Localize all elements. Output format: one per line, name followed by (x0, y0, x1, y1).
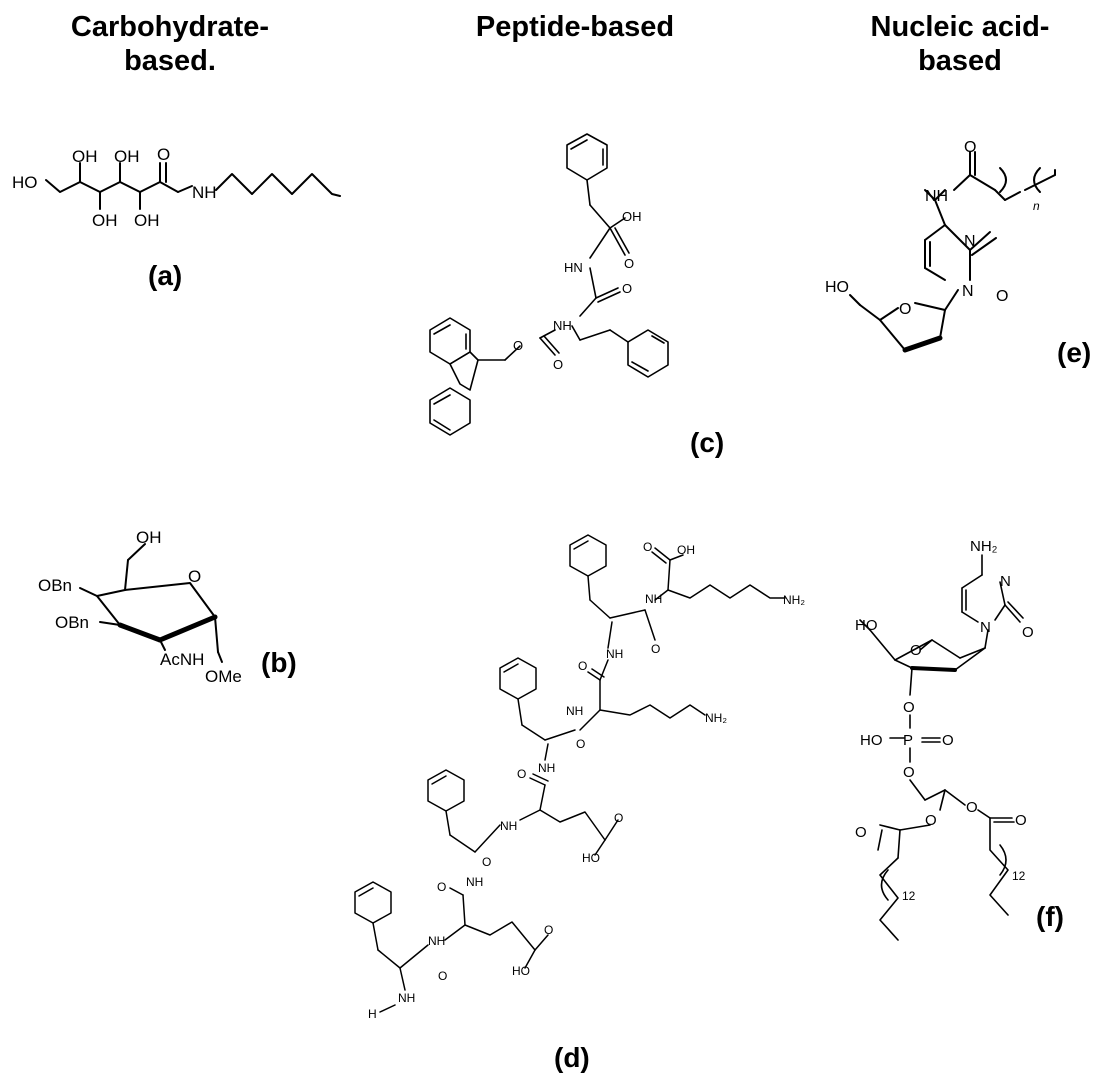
atom-e-n1: N (964, 233, 976, 250)
atom-f-o8: O (855, 824, 867, 841)
atom-f-o2: O (910, 642, 922, 659)
label-c: (c) (690, 427, 725, 458)
atom-d-oh1: OH (677, 543, 695, 557)
atom-c-o4: O (553, 357, 563, 372)
label-b: (b) (261, 647, 297, 678)
atom-f-o1: O (1022, 624, 1034, 641)
atom-f-o5: O (903, 764, 915, 781)
atom-a-nh: NH (192, 183, 217, 202)
atom-f-p: P (903, 732, 913, 749)
atom-b-obn1: OBn (38, 576, 72, 595)
structure-a: HO OH OH OH OH O NH (12, 145, 341, 230)
structure-b: OH OBn OBn AcNH OMe O (38, 528, 242, 686)
atom-a-o: O (157, 145, 170, 164)
atom-b-o: O (188, 567, 201, 586)
atom-d-nh3: NH (566, 704, 583, 718)
atom-c-o2: O (622, 281, 632, 296)
atom-d-nh2-1: NH₂ (783, 593, 805, 607)
atom-c-o1: O (624, 256, 634, 271)
atom-a-oh3: OH (114, 147, 140, 166)
atom-d-nh1: NH (645, 592, 662, 606)
atom-d-o5: O (517, 767, 526, 781)
atom-d-nh2: NH (606, 647, 623, 661)
atom-a-oh2: OH (92, 211, 118, 230)
atom-d-nh5: NH (500, 819, 517, 833)
atom-d-ho2: HO (512, 964, 530, 978)
atom-e-o3: O (899, 301, 911, 318)
atom-b-obn2: OBn (55, 613, 89, 632)
atom-b-acnh: AcNH (160, 650, 204, 669)
atom-f-o3: O (903, 699, 915, 716)
structure-c: OH O HN O NH O O (429, 133, 669, 436)
header-carbohydrate: Carbohydrate- based. (70, 11, 270, 77)
atom-e-nh: NH (925, 188, 948, 205)
atom-d-nh7: NH (428, 934, 445, 948)
atom-a-oh4: OH (134, 211, 160, 230)
atom-d-nh2-2: NH₂ (705, 711, 727, 725)
structure-f: NH₂ N O N HO O O HO P O O O O O O 12 12 (855, 538, 1034, 941)
atom-d-o8: O (437, 880, 446, 894)
atom-d-o2: O (651, 642, 660, 656)
atom-f-nh2: NH₂ (970, 538, 998, 555)
atom-f-ho2: HO (860, 732, 883, 749)
atom-d-nh8: NH (398, 991, 415, 1005)
atom-f-o7: O (966, 799, 978, 816)
atom-d-o6: O (614, 811, 623, 825)
atom-f-n12a: 12 (902, 889, 916, 903)
atom-d-o1: O (643, 540, 652, 554)
atom-a-ho: HO (12, 173, 38, 192)
atom-e-n: n (1033, 199, 1040, 213)
label-d: (d) (554, 1042, 590, 1073)
atom-d-o3: O (578, 659, 587, 673)
atom-c-o3: O (513, 338, 523, 353)
atom-c-hn: HN (564, 260, 583, 275)
atom-f-n12b: 12 (1012, 869, 1026, 883)
atom-c-nh: NH (553, 318, 572, 333)
atom-e-o1: O (964, 139, 976, 156)
atom-e-n2: N (962, 283, 974, 300)
label-e: (e) (1057, 337, 1092, 368)
header-peptide: Peptide-based (475, 11, 675, 43)
label-a: (a) (148, 260, 183, 291)
atom-d-nh4: NH (538, 761, 555, 775)
atom-d-h: H (368, 1007, 377, 1021)
atom-e-ho: HO (825, 279, 849, 296)
atom-f-o6: O (925, 812, 937, 829)
atom-d-ho1: HO (582, 851, 600, 865)
atom-c-oh: OH (622, 209, 642, 224)
atom-b-ome: OMe (205, 667, 242, 686)
atom-b-oh: OH (136, 528, 162, 547)
atom-f-o4: O (942, 732, 954, 749)
atom-f-n2: N (980, 619, 991, 636)
label-f: (f) (1036, 901, 1064, 932)
atom-a-oh1: OH (72, 147, 98, 166)
atom-d-o4: O (576, 737, 585, 751)
atom-f-ho1: HO (855, 617, 878, 634)
atom-d-o7: O (482, 855, 491, 869)
structure-d: OH O NH NH₂ O NH O NH NH₂ O NH O NH O HO… (354, 534, 805, 1021)
atom-d-o10: O (438, 969, 447, 983)
atom-d-o9: O (544, 923, 553, 937)
header-nucleic-acid: Nucleic acid- based (870, 11, 1050, 77)
atom-f-n1: N (1000, 573, 1011, 590)
structure-e: O NH n N O N HO O (825, 139, 1056, 353)
atom-d-nh6: NH (466, 875, 483, 889)
atom-f-o9: O (1015, 812, 1027, 829)
atom-e-o2: O (996, 288, 1008, 305)
